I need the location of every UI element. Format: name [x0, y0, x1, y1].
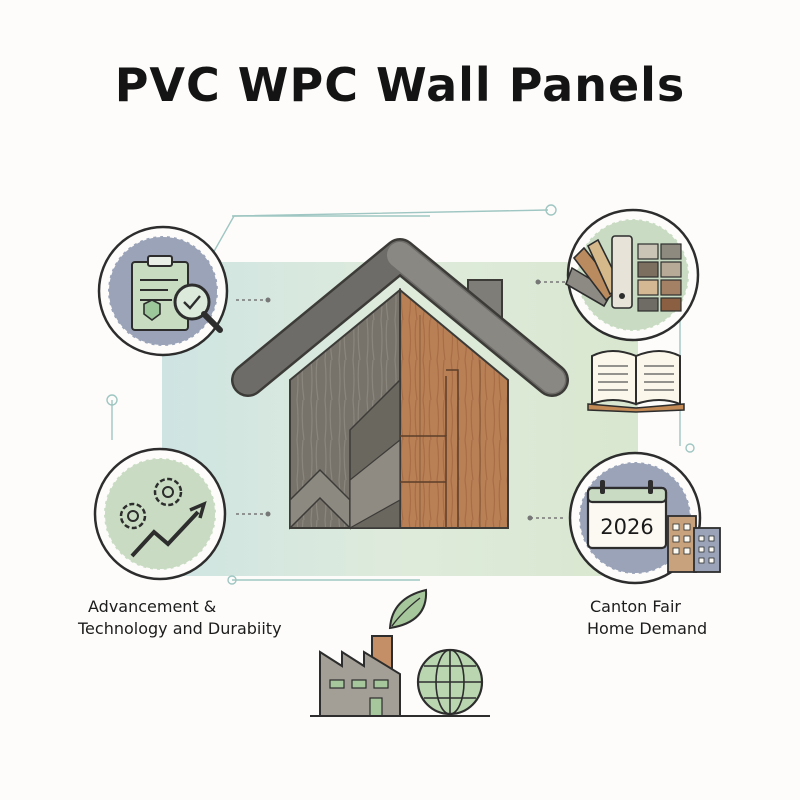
factory-leaf-icon	[310, 588, 490, 717]
clipboard-inspection-icon	[97, 225, 229, 357]
right-caption-line2: Home Demand	[587, 619, 708, 638]
connector-lines	[106, 204, 695, 585]
gears-growth-icon	[93, 447, 227, 581]
right-caption: Canton Fair Home Demand	[587, 596, 708, 640]
left-caption-line2: Technology and Durabiity	[78, 619, 282, 638]
right-caption-line1: Canton Fair	[590, 597, 681, 616]
open-book-icon	[587, 350, 685, 413]
material-swatches-icon	[565, 208, 700, 342]
calendar-year: 2026	[600, 515, 653, 539]
calendar-city-icon: 2026	[568, 451, 721, 585]
page-title: PVC WPC Wall Panels	[114, 58, 686, 112]
house-wood-panels-icon	[231, 238, 569, 530]
left-caption-line1: Advancement &	[88, 597, 217, 616]
globe-icon	[416, 648, 484, 716]
left-caption: Advancement & Technology and Durabiity	[78, 596, 282, 640]
